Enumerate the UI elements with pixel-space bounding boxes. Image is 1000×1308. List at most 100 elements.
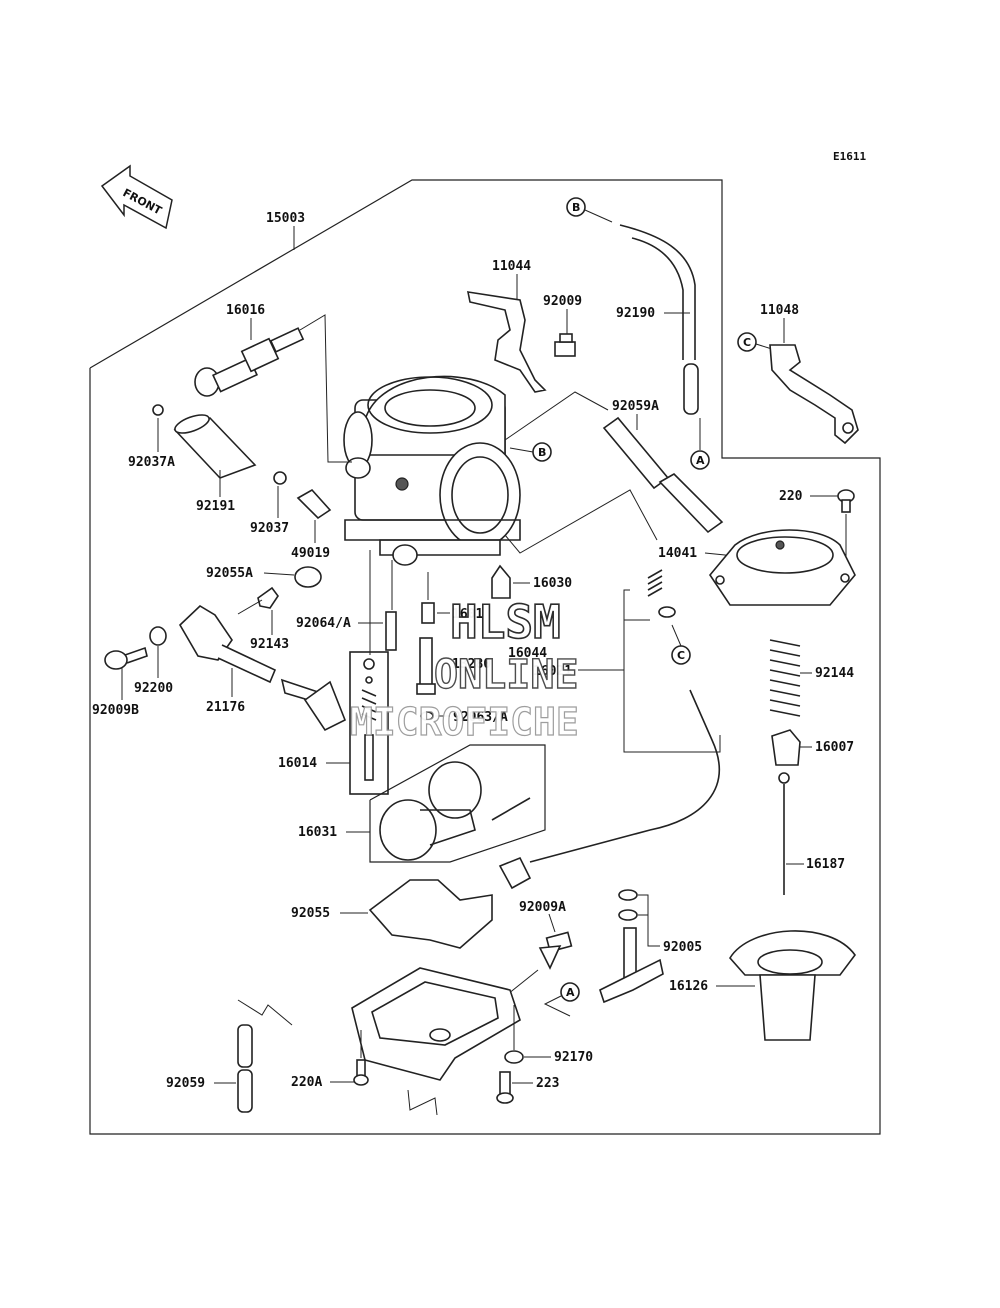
watermark-line-2: ONLINE xyxy=(434,652,579,698)
part-16007 xyxy=(771,729,801,766)
label-92059[interactable]: 92059 xyxy=(166,1076,205,1091)
watermark: HLSM ONLINE MICROFICHE xyxy=(349,594,579,744)
label-92037[interactable]: 92037 xyxy=(250,521,289,536)
label-14041[interactable]: 14041 xyxy=(658,546,697,561)
part-92009 xyxy=(554,333,576,357)
label-92064A[interactable]: 92064/A xyxy=(296,616,351,631)
part-92055A xyxy=(294,566,322,588)
part-92200 xyxy=(149,626,167,646)
label-92009A[interactable]: 92009A xyxy=(519,900,566,915)
carburetor-body xyxy=(343,375,521,566)
part-92037 xyxy=(273,471,287,485)
part-92059 xyxy=(237,1024,253,1113)
part-cable xyxy=(498,689,720,890)
part-16030 xyxy=(491,564,511,599)
part-92005-ring-2 xyxy=(618,909,638,921)
label-92190[interactable]: 92190 xyxy=(616,306,655,321)
group-frame-16031 xyxy=(369,744,546,863)
label-220A[interactable]: 220A xyxy=(291,1075,322,1090)
callout-a-lower: A xyxy=(560,982,580,1002)
part-223 xyxy=(496,1071,514,1104)
part-float-bowl xyxy=(351,967,521,1081)
part-16126 xyxy=(729,930,856,1041)
label-16044[interactable]: 16044 xyxy=(508,646,547,661)
part-92064A xyxy=(385,611,397,651)
label-220[interactable]: 220 xyxy=(779,489,803,504)
part-92005-fitting xyxy=(599,927,664,1004)
part-21176 xyxy=(178,605,347,732)
part-92063A xyxy=(420,711,434,721)
label-49019[interactable]: 49019 xyxy=(291,546,330,561)
assembly-frame xyxy=(89,179,881,1135)
label-92144[interactable]: 92144 xyxy=(815,666,854,681)
part-92037A xyxy=(152,404,164,416)
label-13280[interactable]: 13280 xyxy=(452,657,491,672)
label-16030[interactable]: 16030 xyxy=(533,576,572,591)
callout-b-top: B xyxy=(566,197,586,217)
label-16007[interactable]: 16007 xyxy=(815,740,854,755)
watermark-line-3: MICROFICHE xyxy=(350,700,579,744)
part-92005-ring-1 xyxy=(618,889,638,901)
part-220 xyxy=(837,489,855,513)
part-13280 xyxy=(416,637,436,695)
label-11048[interactable]: 11048 xyxy=(760,303,799,318)
label-92055A[interactable]: 92055A xyxy=(206,566,253,581)
svg-text:C: C xyxy=(677,649,685,662)
part-11044 xyxy=(466,291,547,393)
part-16014 xyxy=(349,651,389,795)
diagram-code: E1611 xyxy=(833,150,866,163)
part-92191 xyxy=(173,414,257,479)
svg-text:A: A xyxy=(566,986,575,999)
svg-text:C: C xyxy=(743,336,751,349)
watermark-line-1: HLSM xyxy=(450,595,561,649)
part-92144 xyxy=(769,639,801,717)
label-1601[interactable]: 1601 xyxy=(452,607,483,622)
front-arrow-icon: FRONT xyxy=(100,164,173,230)
part-92009B xyxy=(104,646,148,670)
label-16014[interactable]: 16014 xyxy=(278,756,317,771)
label-92037A[interactable]: 92037A xyxy=(128,455,175,470)
label-92055[interactable]: 92055 xyxy=(291,906,330,921)
svg-text:B: B xyxy=(572,201,580,214)
label-15003[interactable]: 15003 xyxy=(266,211,305,226)
label-223[interactable]: 223 xyxy=(536,1076,559,1091)
label-92170[interactable]: 92170 xyxy=(554,1050,593,1065)
label-16126[interactable]: 16126 xyxy=(669,979,708,994)
part-92143 xyxy=(257,586,279,609)
label-11044[interactable]: 11044 xyxy=(492,259,531,274)
part-92170 xyxy=(504,1050,524,1064)
part-92190 xyxy=(619,224,696,360)
part-220A xyxy=(353,1059,369,1086)
svg-text:A: A xyxy=(696,454,705,467)
part-16187 xyxy=(778,772,790,895)
label-92009B[interactable]: 92009B xyxy=(92,703,139,718)
callout-b-mid: B xyxy=(532,442,552,462)
part-49019 xyxy=(296,488,332,520)
part-92009A xyxy=(538,931,573,970)
label-16031[interactable]: 16031 xyxy=(298,825,337,840)
part-16031 xyxy=(379,761,531,861)
part-1601 xyxy=(421,602,435,624)
label-16187[interactable]: 16187 xyxy=(806,857,845,872)
part-92059A xyxy=(602,416,724,534)
part-16021-spring xyxy=(647,569,676,618)
label-92143[interactable]: 92143 xyxy=(250,637,289,652)
label-92005[interactable]: 92005 xyxy=(663,940,702,955)
label-21176[interactable]: 21176 xyxy=(206,700,245,715)
part-16016 xyxy=(194,327,305,397)
label-92063A[interactable]: 92063/A xyxy=(453,710,508,725)
part-92055 xyxy=(368,879,493,949)
callout-a-right: A xyxy=(690,450,710,470)
label-16021[interactable]: 16021 xyxy=(533,664,572,679)
label-16016[interactable]: 16016 xyxy=(226,303,265,318)
part-11048 xyxy=(769,344,859,445)
label-92009[interactable]: 92009 xyxy=(543,294,582,309)
label-92191[interactable]: 92191 xyxy=(196,499,235,514)
part-14041 xyxy=(709,529,856,606)
label-92059A[interactable]: 92059A xyxy=(612,399,659,414)
svg-text:B: B xyxy=(538,446,546,459)
callout-c-mid: C xyxy=(671,645,691,665)
callout-c-top: C xyxy=(737,332,757,352)
label-92200[interactable]: 92200 xyxy=(134,681,173,696)
